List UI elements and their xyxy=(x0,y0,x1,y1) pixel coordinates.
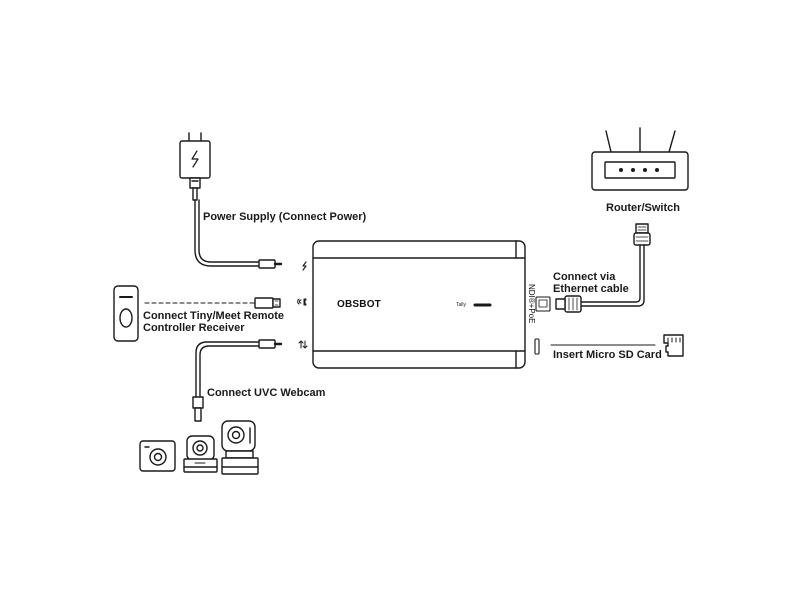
uvc-webcam-label: Connect UVC Webcam xyxy=(207,387,326,399)
remote-controller-icon xyxy=(113,285,139,342)
remote-receiver-label-line2: Controller Receiver xyxy=(143,322,245,334)
power-adapter-icon xyxy=(179,132,283,269)
ethernet-port xyxy=(535,296,551,312)
router-switch-label: Router/Switch xyxy=(606,202,680,214)
micro-sd-card-icon xyxy=(663,334,684,357)
micro-sd-label: Insert Micro SD Card xyxy=(553,349,662,361)
webcam-meet-icon xyxy=(139,440,176,472)
receiver-port-icon xyxy=(297,298,307,306)
ethernet-label-line1: Connect via xyxy=(553,271,616,283)
router-icon xyxy=(591,127,689,191)
ethernet-label-line2: Ethernet cable xyxy=(553,283,629,295)
device-brand-logo: OBSBOT xyxy=(337,299,381,310)
obsbot-device xyxy=(312,240,526,369)
webcam-cable xyxy=(192,339,283,422)
power-supply-label: Power Supply (Connect Power) xyxy=(203,211,367,223)
power-port-icon xyxy=(302,261,307,271)
tally-label: Tally xyxy=(456,302,467,308)
remote-receiver-label-line1: Connect Tiny/Meet Remote xyxy=(143,310,284,322)
webcam-tiny-icon xyxy=(183,435,218,473)
usb-port-icon xyxy=(298,340,308,349)
ethernet-cable xyxy=(555,223,651,313)
usb-receiver-dongle xyxy=(254,297,281,309)
webcam-tail-icon xyxy=(221,420,259,475)
ndi-poe-port-label: NDI®+PoE xyxy=(527,284,536,324)
sd-card-slot xyxy=(534,338,540,355)
